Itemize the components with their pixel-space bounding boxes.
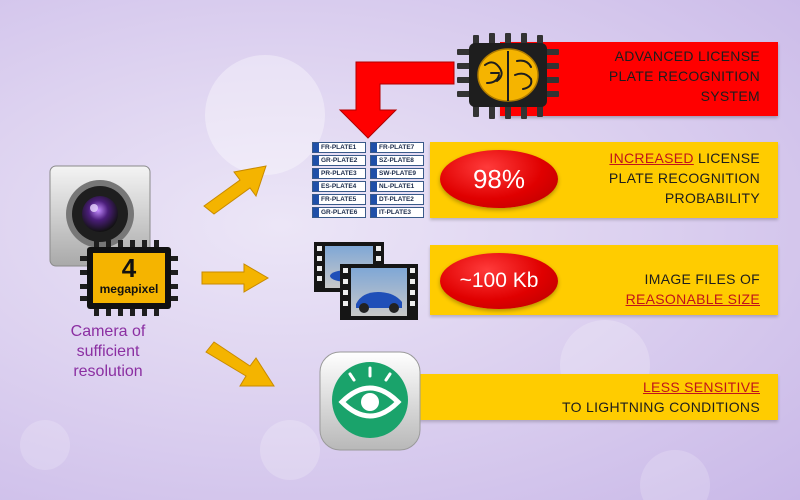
arrow-icon — [205, 341, 275, 387]
license-plate: ES-PLATE4 — [312, 181, 366, 192]
license-plate: FR-PLATE7 — [370, 142, 424, 153]
background-bubble — [640, 450, 710, 500]
license-plate: GR-PLATE6 — [312, 207, 366, 218]
filesize-pill: ~100 Kb — [440, 253, 558, 309]
license-plates-grid: FR-PLATE1 FR-PLATE7 GR-PLATE2 SZ-PLATE8 … — [312, 142, 424, 218]
arrow-icon — [201, 263, 269, 293]
feedback-arrow-icon — [338, 61, 455, 139]
eye-icon — [319, 351, 421, 451]
license-plate: FR-PLATE1 — [312, 142, 366, 153]
lighting-banner: LESS SENSITIVE TO LIGHTNING CONDITIONS — [410, 374, 778, 420]
filesize-banner-text: IMAGE FILES OF REASONABLE SIZE — [625, 271, 760, 307]
background-bubble — [205, 55, 325, 175]
background-bubble — [260, 420, 320, 480]
license-plate: SZ-PLATE8 — [370, 155, 424, 166]
license-plate: IT-PLATE3 — [370, 207, 424, 218]
alpr-banner-text: ADVANCED LICENSE PLATE RECOGNITION SYSTE… — [608, 48, 760, 104]
arrow-icon — [203, 165, 267, 215]
probability-banner-text: INCREASED LICENSE PLATE RECOGNITION PROB… — [608, 150, 760, 206]
license-plate: SW-PLATE9 — [370, 168, 424, 179]
chip-body — [80, 240, 178, 316]
chip-unit: megapixel — [99, 282, 159, 296]
megapixel-chip-icon: 4 megapixel — [80, 240, 178, 316]
license-plate: GR-PLATE2 — [312, 155, 366, 166]
license-plate: PR-PLATE3 — [312, 168, 366, 179]
camera-icon — [49, 165, 151, 267]
background-bubble — [20, 420, 70, 470]
probability-pill: 98% — [440, 150, 558, 208]
camera-caption: Camera of sufficient resolution — [70, 323, 146, 380]
film-strip-icon — [314, 242, 418, 320]
brain-chip-icon — [457, 33, 559, 119]
license-plate: FR-PLATE5 — [312, 194, 366, 205]
lighting-banner-text: LESS SENSITIVE TO LIGHTNING CONDITIONS — [562, 379, 760, 415]
license-plate: NL-PLATE1 — [370, 181, 424, 192]
chip-number: 4 — [121, 253, 137, 283]
license-plate: DT-PLATE2 — [370, 194, 424, 205]
